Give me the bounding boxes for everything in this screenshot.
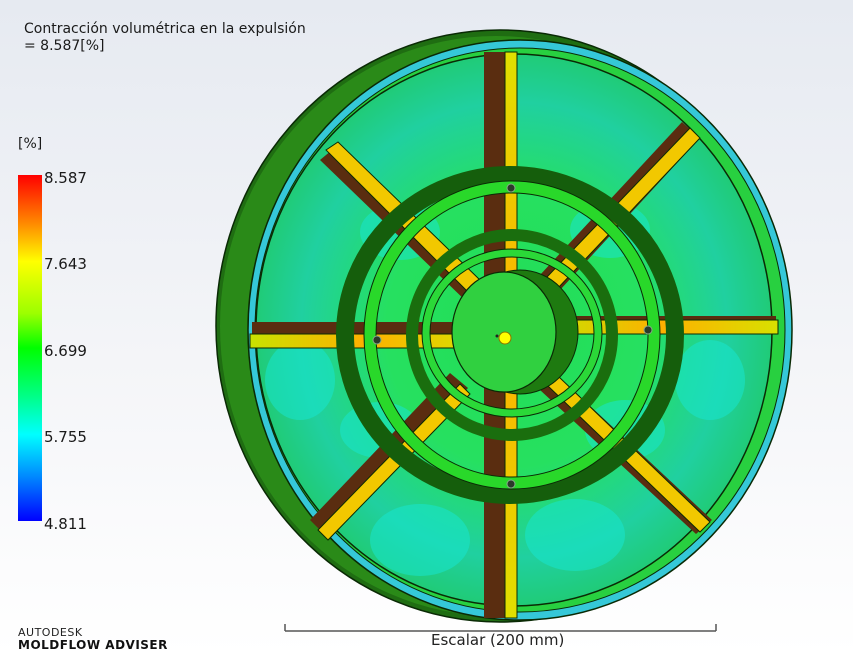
result-name: Contracción volumétrica en la expulsión <box>24 21 306 37</box>
result-value: = 8.587[%] <box>24 38 105 54</box>
legend-tick-min: 4.811 <box>44 515 87 533</box>
bolt-hole-left <box>372 335 382 345</box>
scale-bar <box>284 624 717 632</box>
result-title: Contracción volumétrica en la expulsión … <box>24 21 306 55</box>
brand-line2: MOLDFLOW ADVISER <box>18 638 168 652</box>
middle-ring-wall <box>406 229 618 441</box>
color-legend-bar <box>18 175 42 521</box>
scale-bar-label: Escalar (200 mm) <box>431 631 565 649</box>
legend-tick-4: 5.755 <box>44 428 87 446</box>
bolt-hole-top <box>506 183 516 193</box>
legend-unit: [%] <box>18 136 43 152</box>
gate-marker <box>498 331 512 345</box>
legend-tick-max: 8.587 <box>44 169 87 187</box>
bolt-holes <box>372 183 653 489</box>
bolt-hole-bottom <box>506 479 516 489</box>
legend-tick-2: 7.643 <box>44 255 87 273</box>
inner-ring-wall <box>336 166 684 504</box>
rib-right <box>545 319 779 335</box>
brand-logo: AUTODESK MOLDFLOW ADVISER <box>18 626 168 652</box>
brand-line1: AUTODESK <box>18 626 83 639</box>
bolt-hole-right <box>643 325 653 335</box>
middle-ring <box>422 249 602 417</box>
part-body <box>215 29 793 623</box>
legend-tick-3: 6.699 <box>44 342 87 360</box>
